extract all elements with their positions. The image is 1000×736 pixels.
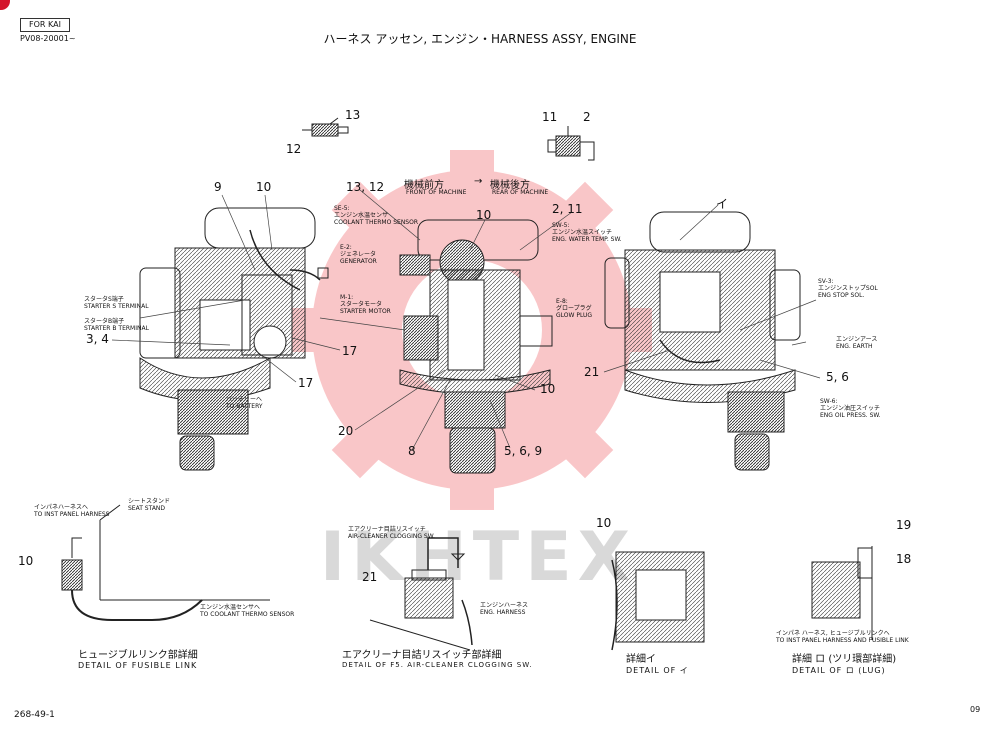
- page-title: ハーネス アッセン, エンジン・HARNESS ASSY, ENGINE: [323, 32, 637, 46]
- right-engine-view: [604, 211, 801, 471]
- callout-i: イ: [716, 197, 729, 211]
- callout-19: 19: [896, 518, 912, 532]
- sensor-13-12: [302, 117, 349, 137]
- rear-of-machine-en: REAR OF MACHINE: [492, 189, 549, 196]
- switch-11-2: [547, 126, 595, 161]
- callout-8: 8: [408, 444, 416, 458]
- callout-2: 2: [583, 110, 591, 124]
- callout-3-4: 3, 4: [86, 332, 109, 346]
- arrow-icon: →: [474, 176, 483, 187]
- callout-10-detail-i: 10: [596, 516, 612, 530]
- callout-13: 13: [345, 108, 361, 122]
- caption-detail-ro: 詳細 ロ (ツリ環部詳細) DETAIL OF ロ (LUG): [792, 654, 897, 675]
- callout-13-12: 13, 12: [346, 180, 385, 194]
- callout-10-left: 10: [256, 180, 272, 194]
- callout-5-6-9: 5, 6, 9: [504, 444, 543, 458]
- callout-17-b: 17: [298, 376, 314, 390]
- callout-2-11: 2, 11: [552, 202, 583, 216]
- air-cleaner-detail: [369, 537, 473, 651]
- callout-20: 20: [338, 424, 354, 438]
- callout-12: 12: [286, 142, 302, 156]
- callout-9: 9: [214, 180, 222, 194]
- front-of-machine-en: FRONT OF MACHINE: [406, 189, 467, 196]
- front-of-machine-jp: 機械前方: [404, 180, 444, 191]
- caption-detail-i: 詳細イ DETAIL OF イ: [626, 654, 689, 675]
- callout-21-right: 21: [584, 365, 600, 379]
- page-reference: 268-49-1: [14, 710, 55, 720]
- caption-fusible-link: ヒュージブルリンク部詳細 DETAIL OF FUSIBLE LINK: [78, 650, 198, 670]
- detail-ro: [811, 546, 873, 640]
- callout-17-a: 17: [342, 344, 358, 358]
- callout-10-center: 10: [476, 208, 492, 222]
- left-engine-view: [139, 207, 329, 471]
- callout-10-fusible: 10: [18, 554, 34, 568]
- model-tag: FOR KAI: [20, 18, 70, 32]
- leader-lines: [111, 189, 821, 451]
- detail-i: [611, 551, 705, 651]
- serial-range: PV08-20001~: [20, 34, 76, 43]
- center-engine-view: [399, 219, 553, 474]
- rear-of-machine-jp: 機械後方: [490, 180, 530, 191]
- callout-11: 11: [542, 110, 558, 124]
- callout-21-aircleaner: 21: [362, 570, 378, 584]
- caption-air-cleaner: エアクリーナ目詰リスイッチ部詳細 DETAIL OF F5. AIR-CLEAN…: [342, 650, 533, 669]
- fusible-link-detail: [61, 504, 270, 621]
- callout-5-6: 5, 6: [826, 370, 849, 384]
- watermark-text: IKHTEX: [320, 518, 636, 597]
- callout-10-lower: 10: [540, 382, 556, 396]
- callout-18: 18: [896, 552, 912, 566]
- corner-marker: [0, 0, 10, 10]
- page-number: 09: [970, 705, 981, 714]
